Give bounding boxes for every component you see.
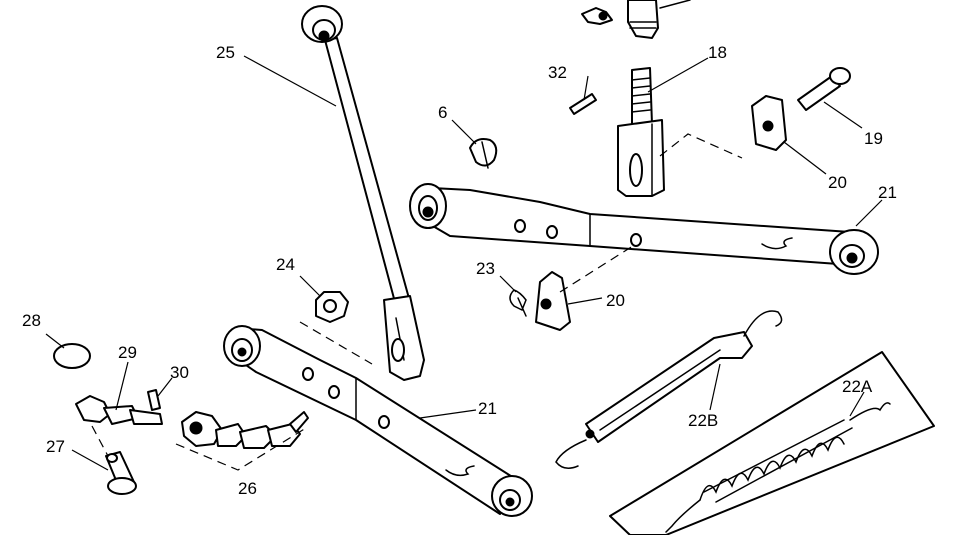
callout-18: 18: [708, 43, 727, 62]
part-23-hair-pin: [509, 289, 527, 317]
part-32-pin: [569, 93, 597, 115]
part-6-linch-pin: [469, 138, 498, 169]
callout-25: 25: [216, 43, 235, 62]
top-fitting-part: [581, 0, 691, 39]
part-25-lift-rod: [301, 5, 425, 381]
part-26-chain: [181, 411, 309, 449]
callout-6: 6: [438, 103, 447, 122]
part-24-nut: [315, 291, 349, 323]
callout-22a: 22A: [842, 377, 873, 396]
part-27-clevis-pin: [105, 451, 137, 495]
callout-29: 29: [118, 343, 137, 362]
part-21-upper-arm: [409, 183, 879, 275]
part-30-pin: [147, 389, 161, 411]
callout-21-upper: 21: [878, 183, 897, 202]
part-22a-spring: [609, 351, 935, 535]
part-20-lower-bracket: [535, 271, 571, 331]
callouts: 25 32 18 19 6 20 21 23 20 24 28 29 30 21…: [22, 43, 897, 498]
part-28-cap: [53, 343, 91, 369]
callout-32: 32: [548, 63, 567, 82]
leader-lines: [45, 55, 883, 471]
callout-23: 23: [476, 259, 495, 278]
callout-19: 19: [864, 129, 883, 148]
callout-20-lower: 20: [606, 291, 625, 310]
callout-30: 30: [170, 363, 189, 382]
callout-26: 26: [238, 479, 257, 498]
part-22b-stabilizer: [555, 310, 783, 469]
callout-27: 27: [46, 437, 65, 456]
part-20-upper-bracket: [751, 95, 787, 151]
part-29-link: [75, 395, 163, 425]
part-18-clevis: [617, 67, 665, 197]
alignment-lines: [91, 133, 743, 471]
callout-24: 24: [276, 255, 295, 274]
part-19-bolt: [797, 67, 851, 111]
callout-20-upper: 20: [828, 173, 847, 192]
part-21-lower-arm: [223, 325, 533, 517]
callout-22b: 22B: [688, 411, 718, 430]
callout-28: 28: [22, 311, 41, 330]
callout-21-lower: 21: [478, 399, 497, 418]
